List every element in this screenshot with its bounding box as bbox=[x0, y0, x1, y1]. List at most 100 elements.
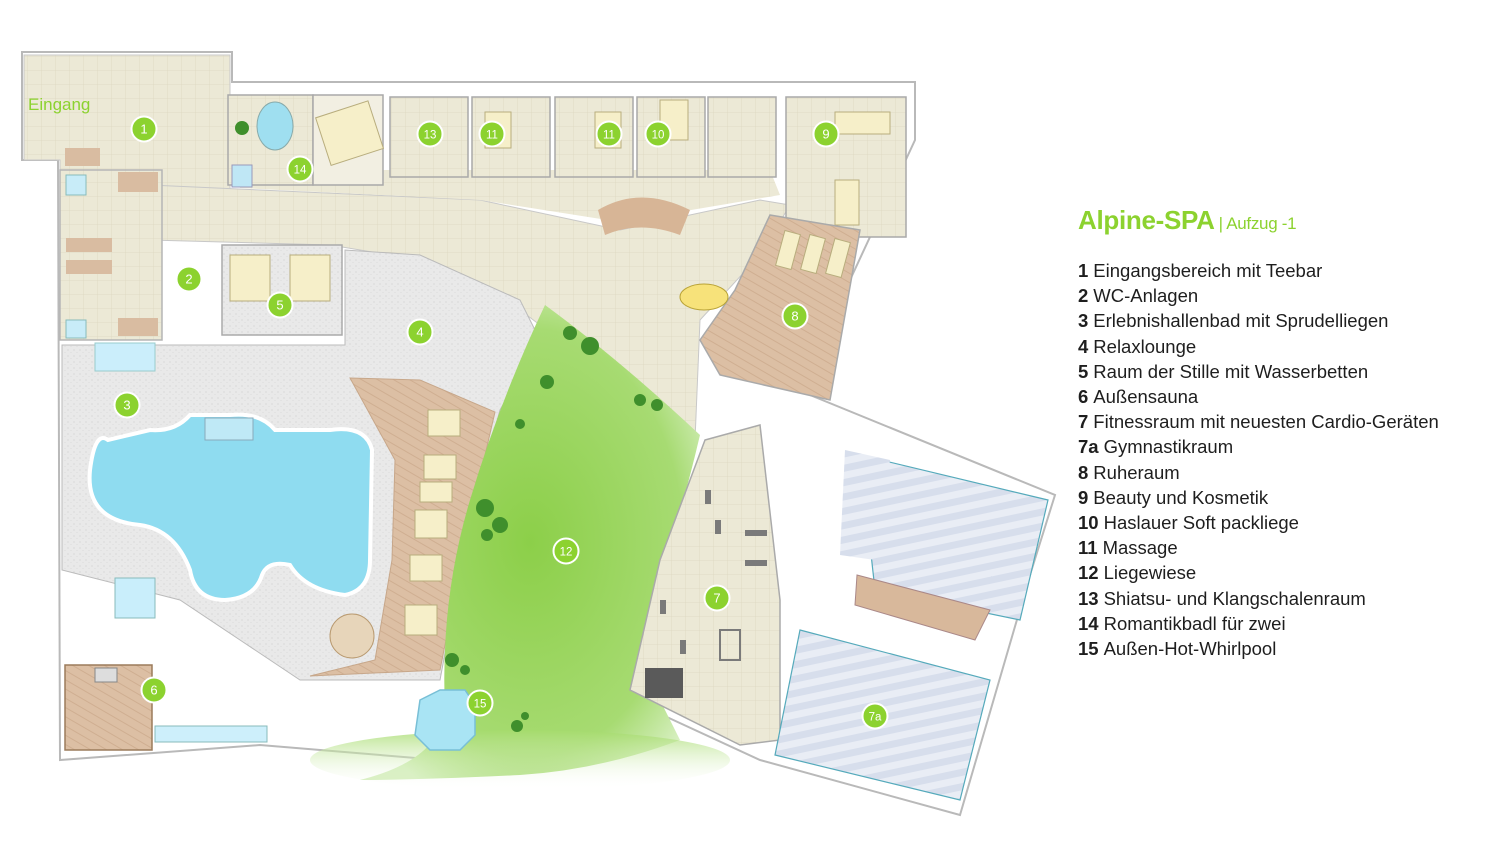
room-marker-label: 6 bbox=[150, 683, 157, 698]
legend-item-label: Liegewiese bbox=[1103, 562, 1197, 584]
room-marker[interactable]: 7 bbox=[703, 584, 731, 612]
room-marker[interactable]: 4 bbox=[406, 318, 434, 346]
legend-item-label: Eingangsbereich mit Teebar bbox=[1093, 260, 1323, 281]
room-marker[interactable]: 13 bbox=[416, 120, 444, 148]
room-marker-label: 10 bbox=[652, 130, 665, 142]
room-marker[interactable]: 3 bbox=[113, 391, 141, 419]
legend-item-number: 10 bbox=[1078, 512, 1099, 534]
legend-item-number: 13 bbox=[1078, 587, 1099, 609]
room-marker[interactable]: 12 bbox=[552, 537, 580, 565]
legend-item-label: Außen-Hot-Whirlpool bbox=[1103, 638, 1277, 660]
room-marker[interactable]: 1 bbox=[130, 115, 158, 143]
room-marker-label: 3 bbox=[123, 398, 130, 413]
deck-loungers bbox=[404, 409, 461, 636]
whirlpool bbox=[414, 689, 476, 751]
room-marker[interactable]: 10 bbox=[644, 120, 672, 148]
swimming-pool bbox=[87, 412, 375, 603]
room-marker-label: 11 bbox=[486, 130, 498, 142]
legend-item-label: Relaxlounge bbox=[1093, 335, 1197, 357]
sauna bbox=[64, 664, 153, 751]
legend-item-label: Raum der Stille mit Wasserbetten bbox=[1093, 360, 1369, 382]
legend-item-label: Fitnessraum mit neuesten Cardio-Geräten bbox=[1093, 411, 1439, 433]
room-marker-circle bbox=[703, 584, 731, 612]
legend-item-label: Außensauna bbox=[1093, 386, 1199, 408]
left-gym-area bbox=[840, 450, 890, 560]
shower-14 bbox=[231, 164, 253, 188]
stairs bbox=[854, 574, 991, 641]
legend-item-number: 7 bbox=[1078, 411, 1089, 433]
shower-row bbox=[154, 725, 268, 743]
room-marker-label: 8 bbox=[791, 309, 798, 324]
legend-item-number: 12 bbox=[1078, 562, 1099, 584]
legend-item-label: Romantikbadl für zwei bbox=[1103, 612, 1286, 634]
fitness-floor bbox=[629, 424, 781, 746]
room-marker-circle bbox=[286, 155, 314, 183]
legend-item-number: 5 bbox=[1078, 360, 1089, 382]
legend-item-number: 15 bbox=[1078, 638, 1099, 660]
room-marker[interactable]: 8 bbox=[781, 302, 809, 330]
room-marker-circle bbox=[466, 689, 494, 717]
room-marker-circle bbox=[130, 115, 158, 143]
room-marker-label: 4 bbox=[416, 325, 423, 340]
room-marker-label: 5 bbox=[276, 298, 283, 313]
room-marker-circle bbox=[478, 120, 506, 148]
pool-bench bbox=[94, 342, 156, 372]
room-marker-label: 2 bbox=[185, 272, 192, 287]
tea-bar-table bbox=[679, 283, 729, 311]
room-marker[interactable]: 5 bbox=[266, 291, 294, 319]
legend-item-number: 2 bbox=[1078, 285, 1089, 307]
room-marker-circle bbox=[644, 120, 672, 148]
room-marker-circle bbox=[861, 702, 889, 730]
room-marker-circle bbox=[266, 291, 294, 319]
legend-item-number: 1 bbox=[1078, 260, 1089, 281]
wc-block bbox=[59, 148, 163, 341]
legend-title: Alpine-SPA bbox=[1078, 205, 1215, 235]
reception-desk bbox=[598, 197, 690, 235]
room-marker-circle bbox=[406, 318, 434, 346]
room-marker[interactable]: 11 bbox=[595, 120, 623, 148]
legend-item-label: Erlebnishallenbad mit Sprudelliegen bbox=[1093, 310, 1389, 332]
room-marker[interactable]: 9 bbox=[812, 120, 840, 148]
legend-item-label: Shiatsu- und Klangschalenraum bbox=[1103, 587, 1366, 609]
legend-item-number: 8 bbox=[1078, 461, 1089, 483]
room-marker[interactable]: 7a bbox=[861, 702, 889, 730]
room-marker-label: 13 bbox=[424, 130, 437, 142]
room-marker[interactable]: 6 bbox=[140, 676, 168, 704]
room-marker-label: 9 bbox=[822, 127, 829, 142]
lawn-fade bbox=[310, 730, 730, 790]
room-marker-circle bbox=[140, 676, 168, 704]
room-marker-circle bbox=[175, 265, 203, 293]
room-marker-label: 7 bbox=[713, 591, 720, 606]
room-marker-label: 12 bbox=[560, 547, 573, 559]
cold-plunge bbox=[114, 577, 156, 619]
legend-item-number: 9 bbox=[1078, 486, 1089, 508]
room-marker-label: 14 bbox=[294, 165, 307, 177]
room-marker-circle bbox=[595, 120, 623, 148]
room-marker-circle bbox=[416, 120, 444, 148]
room-marker[interactable]: 15 bbox=[466, 689, 494, 717]
legend-subtitle: | Aufzug -1 bbox=[1218, 214, 1297, 233]
legend-item-label: Beauty und Kosmetik bbox=[1093, 486, 1269, 508]
legend-item-number: 7a bbox=[1078, 436, 1099, 458]
room-marker-circle bbox=[781, 302, 809, 330]
room-marker[interactable]: 11 bbox=[478, 120, 506, 148]
room-marker[interactable]: 14 bbox=[286, 155, 314, 183]
room-marker[interactable]: 2 bbox=[175, 265, 203, 293]
room-marker-circle bbox=[552, 537, 580, 565]
lawn-trees bbox=[235, 121, 663, 732]
legend-item-label: Massage bbox=[1102, 537, 1178, 559]
entrance-label: Eingang bbox=[28, 95, 90, 114]
room-marker-circle bbox=[812, 120, 840, 148]
